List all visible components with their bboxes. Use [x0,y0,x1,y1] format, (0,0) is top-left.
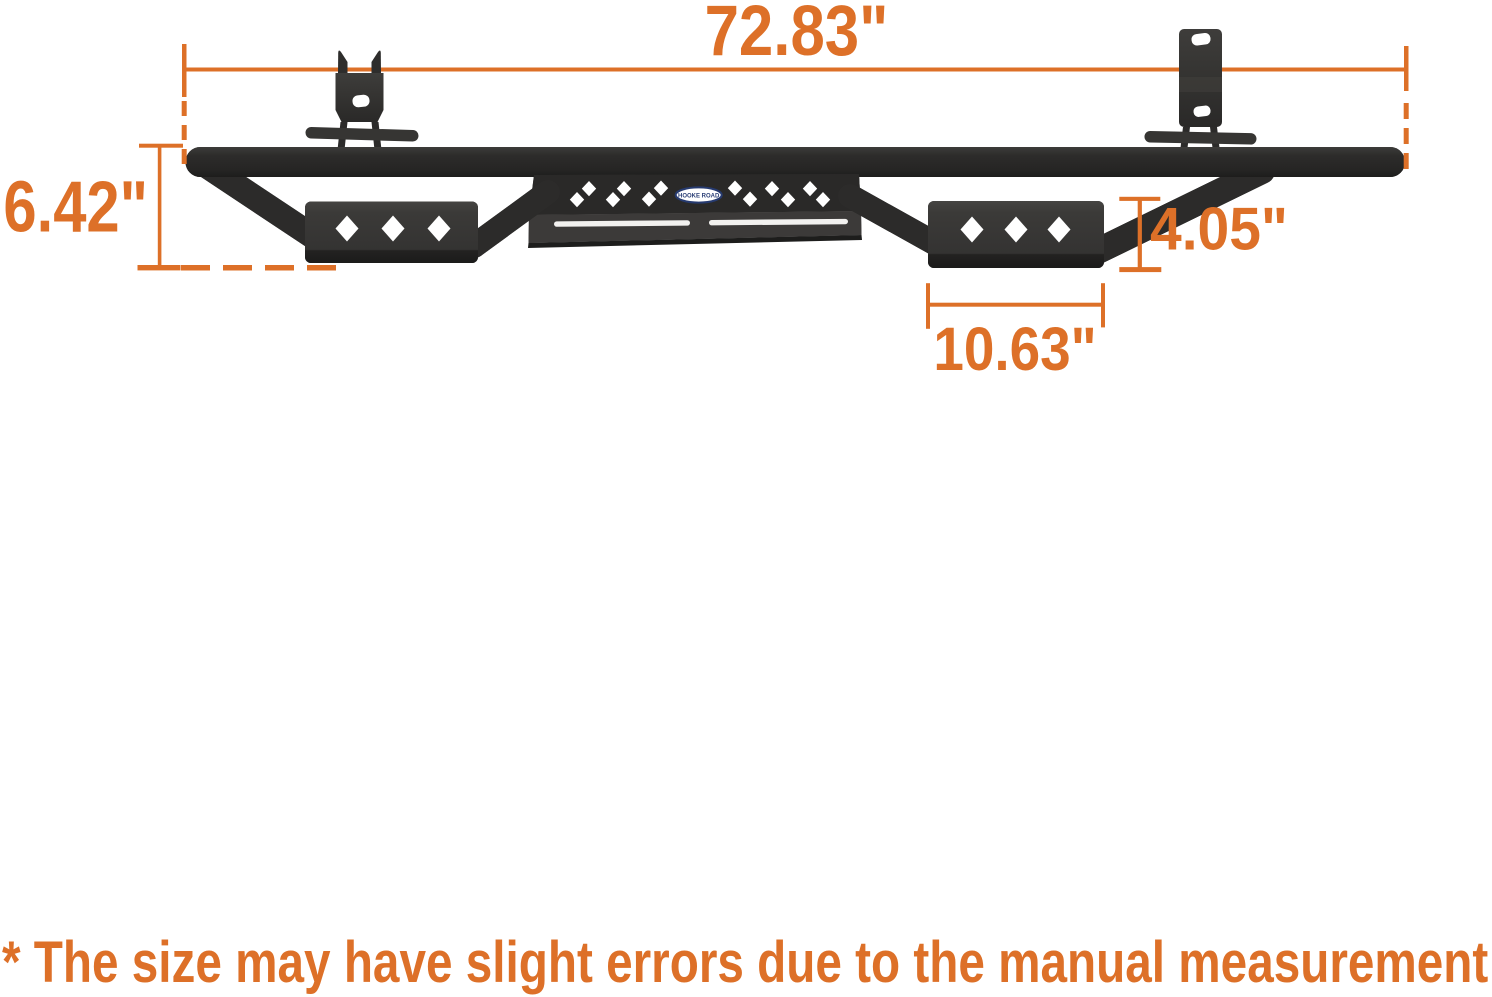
dim-width-label: 72.83" [705,0,889,71]
brand-logo-badge: HOOKE ROAD [674,186,723,204]
dimension-drop-height [1119,196,1162,273]
right-bracket-crossbar [1144,130,1257,145]
dim-drop-line [1137,199,1142,268]
dim-height-line [157,146,162,267]
dim-drop-top-cap [1119,196,1161,201]
left-mounting-bracket [305,50,419,150]
panel-diamond-cutouts [569,180,831,208]
dimension-step-pad-width [926,283,1105,329]
dim-pad-line [928,302,1103,307]
dim-drop-label: 4.05" [1150,196,1288,263]
dim-width-right-tick [1404,46,1409,91]
right-mounting-bracket [1144,29,1257,152]
right-pad-diamond-cutouts [960,216,1071,243]
right-step-pad [928,201,1104,268]
panel-slot-cutouts [554,218,848,227]
left-bracket-prong-right [371,50,381,73]
left-bracket-crossbar [305,126,419,142]
dim-pad-label: 10.63" [933,315,1096,383]
right-bracket-hole-top [1191,32,1211,46]
right-bracket-hole-bottom [1193,105,1211,117]
left-bracket-prong-left [338,50,348,73]
dim-pad-right-tick [1101,283,1105,328]
right-bracket-crease [1179,77,1222,92]
dim-height-top-cap [139,143,183,148]
dim-drop-bottom-cap [1119,267,1162,273]
dim-width-left-tick [182,44,187,97]
dim-height-label: 6.42" [3,167,148,248]
dimension-overall-height [137,143,183,271]
disclaimer-text: * The size may have slight errors due to… [2,930,1489,995]
dim-pad-left-tick [926,283,930,329]
panel-bottom-edge [528,235,862,248]
dim-width-line [184,67,1408,72]
brand-logo-text: HOOKE ROAD [678,193,720,199]
dim-height-bottom-cap [137,265,181,271]
left-bracket-hole [352,94,370,108]
dimension-overall-width [182,44,1409,97]
center-step-panel: HOOKE ROAD [528,174,862,248]
left-pad-diamond-cutouts [335,215,451,242]
left-step-pad [305,201,478,263]
